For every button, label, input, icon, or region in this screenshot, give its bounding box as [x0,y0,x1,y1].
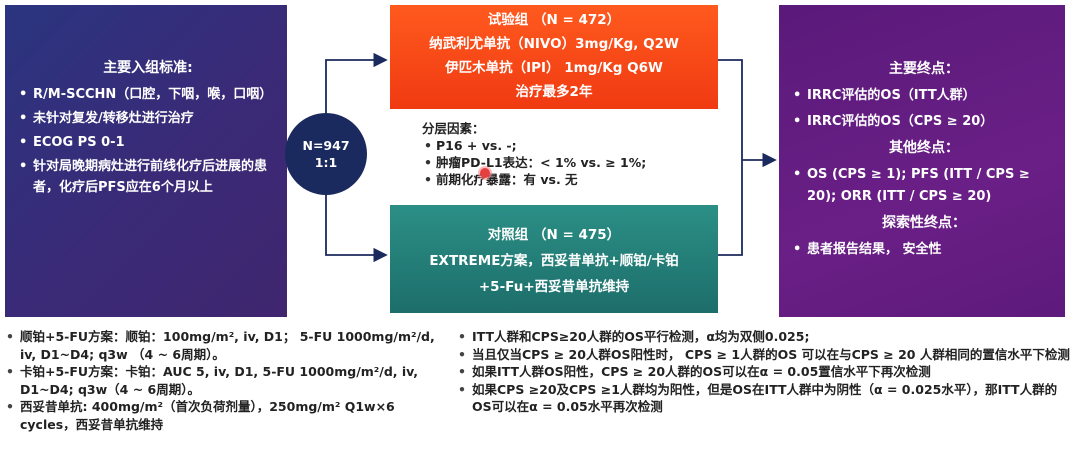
control-arm-title: 对照组 （N = 475） [487,227,621,243]
randomization-ratio: 1:1 [314,155,338,170]
endpoint-item: IRRC评估的OS（CPS ≥ 20） [793,111,1055,133]
footnote-item: 如果ITT人群OS阳性，CPS ≥ 20人群的OS可以在α = 0.05置信水平… [458,363,1072,381]
stratification-title: 分层因素： [422,121,485,136]
regimen-footnotes: 顺铂+5-FU方案：顺铂：100mg/m², iv, D1； 5-FU 1000… [6,328,438,433]
pointer-cursor [480,168,490,178]
endpoint-item: 患者报告结果， 安全性 [793,239,1055,261]
randomization-n: N=947 [302,138,350,153]
endpoint-item: IRRC评估的OS（ITT人群） [793,85,1055,107]
inclusion-title: 主要入组标准: [103,60,193,76]
statistics-footnotes: ITT人群和CPS≥20人群的OS平行检测，α均为双侧0.025; 当且仅当CP… [458,328,1072,416]
exploratory-endpoints-title: 探索性终点： [882,215,966,231]
stratification-item: 肿瘤PD-L1表达：< 1% vs. ≥ 1%; [422,154,682,171]
exploratory-endpoints-list: 患者报告结果， 安全性 [793,239,1055,261]
randomization-circle: N=947 1:1 [285,113,367,195]
endpoints-box: 主要终点： IRRC评估的OS（ITT人群） IRRC评估的OS（CPS ≥ 2… [779,5,1065,317]
other-endpoints-list: OS (CPS ≥ 1); PFS (ITT / CPS ≥ 20); ORR … [793,164,1055,208]
inclusion-item: ECOG PS 0-1 [19,132,277,153]
connector-trial-out [718,59,743,256]
control-arm-line1: EXTREME方案，西妥昔单抗+顺铂/卡铂 [429,253,679,269]
footnote-item: 当且仅当CPS ≥ 20人群OS阳性时， CPS ≥ 1人群的OS 可以在与CP… [458,346,1072,364]
footnote-item: ITT人群和CPS≥20人群的OS平行检测，α均为双侧0.025; [458,328,1072,346]
stratification-list: P16 + vs. -; 肿瘤PD-L1表达：< 1% vs. ≥ 1%; 前期… [422,137,682,188]
trial-arm-drug1: 纳武利尤单抗（NIVO）3mg/Kg, Q2W [429,36,679,52]
control-arm-line2: +5-Fu+西妥昔单抗维持 [478,279,630,295]
inclusion-item: R/M-SCCHN（口腔，下咽，喉，口咽） [19,84,277,105]
stratification-item: P16 + vs. -; [422,137,682,154]
stratification-factors: 分层因素： P16 + vs. -; 肿瘤PD-L1表达：< 1% vs. ≥ … [422,120,682,188]
control-arm-box: 对照组 （N = 475） EXTREME方案，西妥昔单抗+顺铂/卡铂 +5-F… [390,205,718,313]
trial-arm-title: 试验组 （N = 472） [487,12,621,28]
footnote-item: 顺铂+5-FU方案：顺铂：100mg/m², iv, D1； 5-FU 1000… [6,328,438,363]
inclusion-list: R/M-SCCHN（口腔，下咽，喉，口咽） 未针对复发/转移灶进行治疗 ECOG… [19,84,277,198]
footnote-item: 西妥昔单抗: 400mg/m²（首次负荷剂量），250mg/m² Q1w×6 c… [6,398,438,433]
other-endpoints-title: 其他终点： [889,140,959,156]
trial-arm-drug2: 伊匹木单抗（IPI） 1mg/Kg Q6W [445,60,663,76]
inclusion-criteria-box: 主要入组标准: R/M-SCCHN（口腔，下咽，喉，口咽） 未针对复发/转移灶进… [5,5,287,317]
primary-endpoints-list: IRRC评估的OS（ITT人群） IRRC评估的OS（CPS ≥ 20） [793,85,1055,133]
primary-endpoints-title: 主要终点： [889,61,959,77]
footnote-item: 如果CPS ≥20及CPS ≥1人群均为阳性，但是OS在ITT人群中为阴性（α … [458,381,1072,416]
endpoint-item: OS (CPS ≥ 1); PFS (ITT / CPS ≥ 20); ORR … [793,164,1055,208]
footnote-item: 卡铂+5-FU方案：卡铂：AUC 5, iv, D1, 5-FU 1000mg/… [6,363,438,398]
arrow-to-trial [325,52,388,120]
trial-arm-note: 治疗最多2年 [515,84,593,100]
trial-arm-box: 试验组 （N = 472） 纳武利尤单抗（NIVO）3mg/Kg, Q2W 伊匹… [390,5,718,109]
arrow-to-control [325,190,388,263]
inclusion-item: 针对局晚期病灶进行前线化疗后进展的患者，化疗后PFS应在6个月以上 [19,156,277,198]
inclusion-item: 未针对复发/转移灶进行治疗 [19,108,277,129]
stratification-item: 前期化疗暴露：有 vs. 无 [422,171,682,188]
